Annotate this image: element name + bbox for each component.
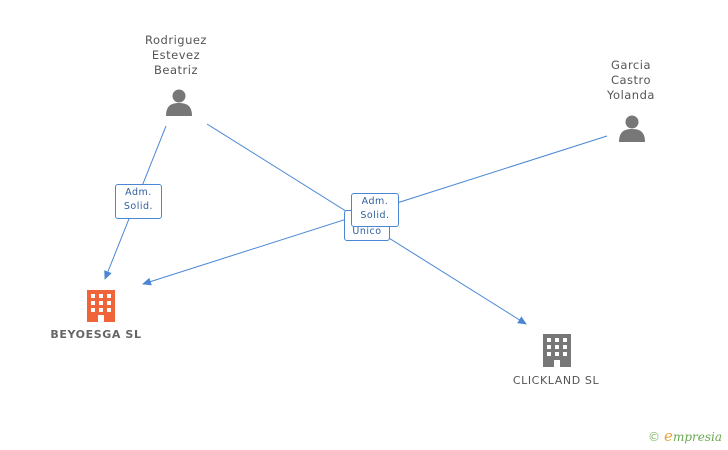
person-icon[interactable] xyxy=(166,89,192,117)
brand-initial: e xyxy=(664,427,673,445)
role-line: Adm. xyxy=(125,187,152,198)
edge-label-garcia-beyoesga: Adm. Solid. xyxy=(351,193,399,227)
name-line: Beatriz xyxy=(154,63,198,77)
name-line: Castro xyxy=(610,73,652,87)
company-name-clickland[interactable]: CLICKLAND SL xyxy=(512,374,600,387)
name-line: Yolanda xyxy=(607,88,655,102)
role-line: Unico xyxy=(352,226,382,237)
building-icon[interactable] xyxy=(543,334,571,367)
person-name-garcia[interactable]: Garcia Castro Yolanda xyxy=(586,58,676,103)
role-line: Solid. xyxy=(123,201,154,212)
person-name-rodriguez[interactable]: Rodriguez Estevez Beatriz xyxy=(130,33,222,78)
copyright-icon: © xyxy=(648,430,661,444)
edge-label-rodriguez-beyoesga: Adm. Solid. xyxy=(115,184,162,219)
name-line: Rodriguez xyxy=(145,33,207,47)
person-icon[interactable] xyxy=(619,115,645,143)
name-line: Garcia xyxy=(611,58,651,72)
role-line: Solid. xyxy=(360,210,390,221)
brand-name: mpresia xyxy=(672,430,722,444)
building-icon[interactable] xyxy=(87,290,115,322)
role-line: Adm. xyxy=(361,196,389,207)
empresia-watermark[interactable]: ©empresia xyxy=(648,427,722,445)
company-name-beyoesga[interactable]: BEYOESGA SL xyxy=(50,328,142,341)
name-line: Estevez xyxy=(151,48,201,62)
